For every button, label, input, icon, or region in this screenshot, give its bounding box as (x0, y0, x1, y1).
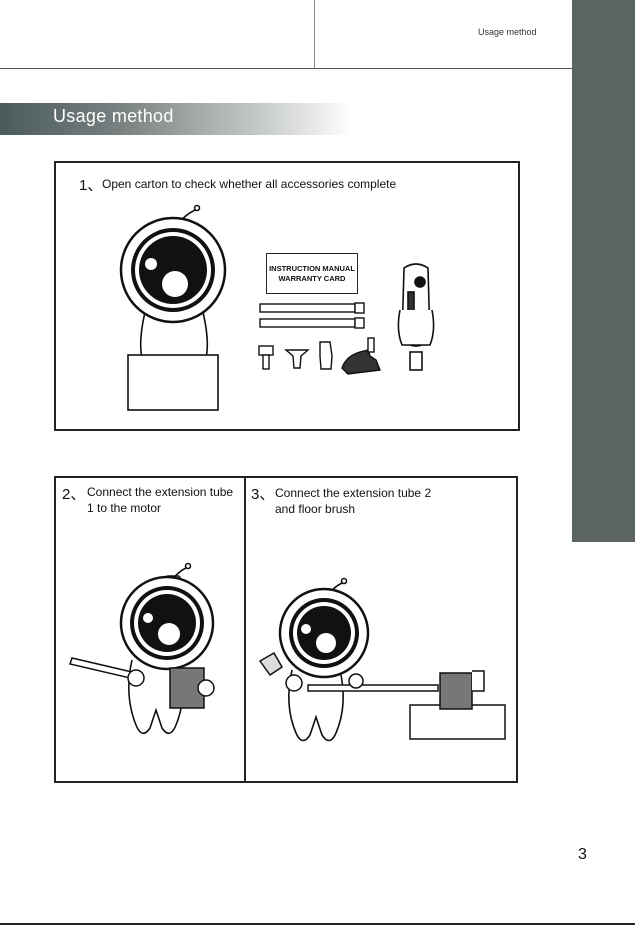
step2-line1: Connect the extension tube (87, 484, 233, 500)
extension-tubes-illustration (258, 302, 368, 330)
step3-number: 3、 (251, 483, 274, 504)
step1-text: Open carton to check whether all accesso… (102, 176, 396, 192)
mascot-connect-floor-brush-illustration (252, 575, 512, 750)
mascot-with-carton-illustration (110, 200, 230, 415)
step3-line1: Connect the extension tube 2 (275, 485, 431, 501)
manual-line1: INSTRUCTION MANUAL (267, 264, 357, 274)
footer-rule (0, 923, 635, 925)
page-number: 3 (578, 846, 587, 864)
header-section-label: Usage method (478, 27, 537, 37)
mascot-connect-tube-illustration (70, 560, 230, 745)
section-title: Usage method (53, 106, 174, 127)
vacuum-motor-illustration (392, 260, 440, 375)
instruction-manual-card: INSTRUCTION MANUAL WARRANTY CARD (266, 253, 358, 294)
side-tab (572, 0, 635, 542)
manual-line2: WARRANTY CARD (267, 274, 357, 284)
step2-line2: 1 to the motor (87, 500, 161, 516)
step-divider (244, 477, 246, 782)
step1-number: 1、 (79, 174, 102, 195)
step2-number: 2、 (62, 483, 85, 504)
header-rule (0, 68, 572, 69)
accessory-nozzles-illustration (256, 336, 391, 381)
step3-line2: and floor brush (275, 501, 355, 517)
header-divider (314, 0, 315, 68)
